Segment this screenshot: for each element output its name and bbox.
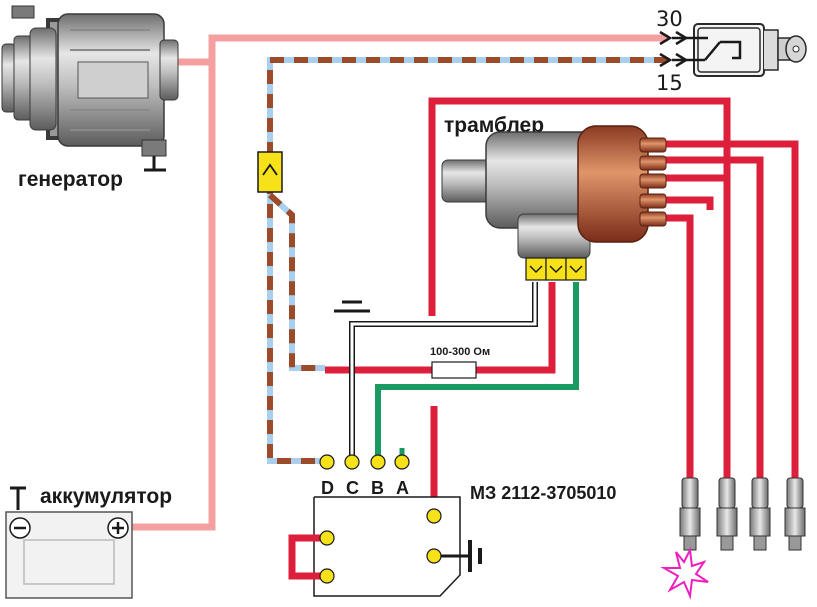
hv-wire-5 — [664, 214, 694, 478]
ground-wire-inner — [350, 282, 537, 460]
fuse-icon — [257, 151, 283, 193]
terminal-30-label: 30 — [656, 7, 683, 31]
pin-d-label: D — [321, 478, 334, 498]
pin-c-label: C — [346, 478, 359, 498]
hv-wire-1 — [664, 140, 799, 478]
battery-icon — [5, 486, 133, 599]
spark-plug-icon — [784, 477, 806, 551]
terminal-15-label: 15 — [656, 71, 683, 95]
hv-wire-center — [428, 97, 731, 316]
power-wire — [172, 34, 668, 66]
ignition-module — [288, 454, 482, 597]
sensor-wire — [375, 282, 579, 460]
resistor — [431, 361, 477, 379]
hv-wire-3 — [664, 174, 731, 478]
ignition-switch: 30 15 — [656, 7, 807, 95]
alternator-icon — [1, 5, 179, 172]
pin-b-label: B — [371, 478, 384, 498]
module-label: МЗ 2112-3705010 — [470, 483, 616, 503]
resistor-label: 100-300 Ом — [430, 346, 490, 358]
hv-wire-4 — [664, 196, 714, 210]
spark-plug-icon — [679, 477, 701, 551]
ignition-key-icon — [777, 35, 807, 63]
generator-label: генератор — [18, 168, 123, 191]
switched-wire — [267, 57, 668, 464]
battery-label: аккумулятор — [40, 485, 172, 508]
distributor-icon — [441, 125, 667, 281]
coil-wire-2 — [476, 282, 556, 374]
spark-plug-icon — [749, 477, 771, 551]
hv-wire-2 — [664, 156, 764, 478]
battery-power-wire — [128, 62, 216, 531]
pin-a-label: A — [396, 478, 409, 498]
spark-icon — [660, 546, 709, 600]
spark-plug-icon — [716, 477, 738, 551]
